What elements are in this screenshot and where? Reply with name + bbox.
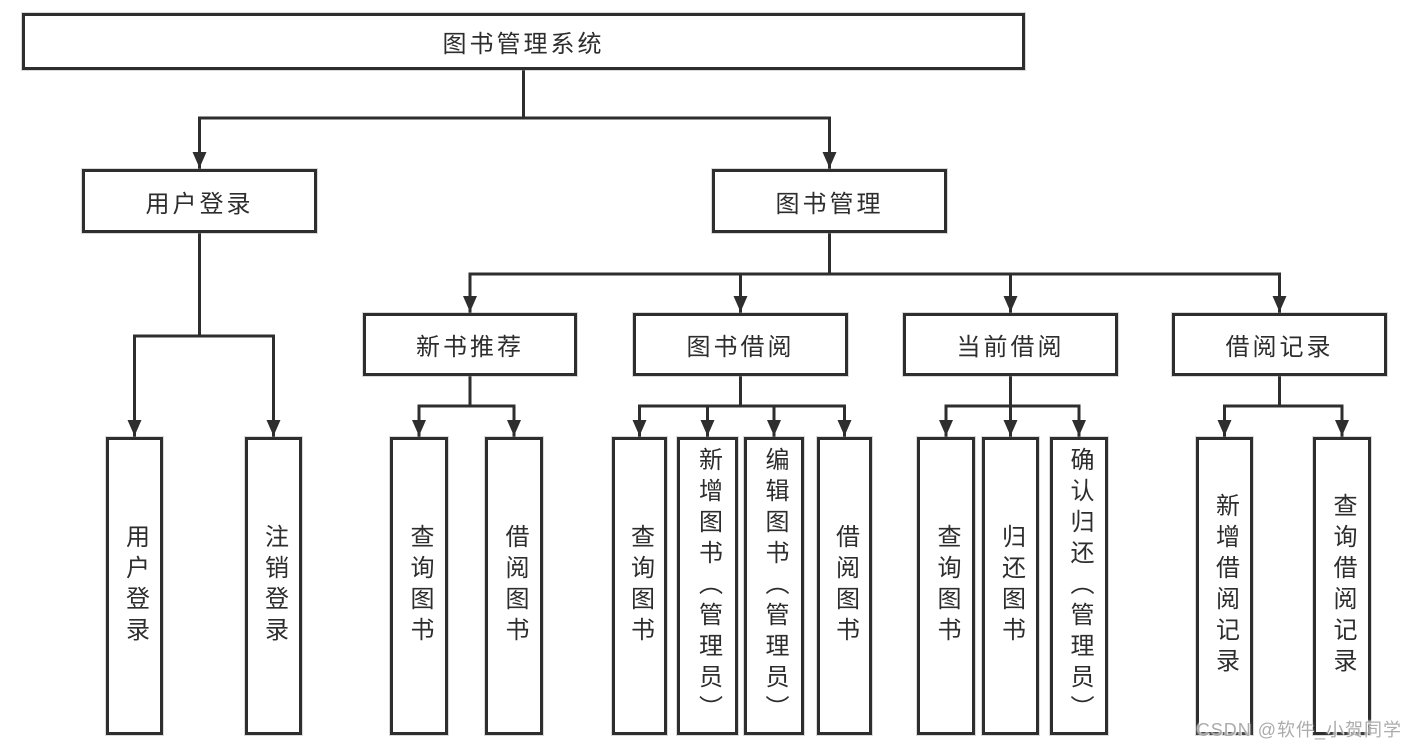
leaf-borrow-borrow-books: 借阅图书 [817,437,872,735]
leaf-recommend-query-books-label: 查询图书 [406,524,433,648]
edges-borrow-records-to-leaves [1217,372,1349,438]
leaf-user-login: 用户登录 [106,437,163,735]
edges-book-borrow-to-leaves [632,372,852,438]
node-book-management: 图书管理 [712,169,947,233]
leaf-borrow-edit-books-admin: 编辑图书（管理员） [744,437,804,735]
leaf-borrow-add-books-admin-label: 新增图书（管理员） [694,446,722,726]
leaf-borrow-borrow-books-label: 借阅图书 [831,524,859,648]
leaf-records-add-record-label: 新增借阅记录 [1211,493,1239,679]
node-current-borrow-label: 当前借阅 [956,334,1065,361]
node-borrow-records-label: 借阅记录 [1225,334,1334,361]
node-borrow-records: 借阅记录 [1172,313,1387,376]
node-new-book-recommend-label: 新书推荐 [416,334,524,361]
node-new-book-recommend: 新书推荐 [363,313,577,376]
watermark: CSDN @软件_小贺同学 [1196,720,1402,740]
leaf-borrow-add-books-admin: 新增图书（管理员） [677,437,738,735]
node-book-borrow: 图书借阅 [633,313,848,376]
leaf-current-confirm-return-admin-label: 确认归还（管理员） [1066,446,1093,726]
node-current-borrow: 当前借阅 [903,313,1118,376]
leaf-records-query-record: 查询借阅记录 [1313,437,1371,735]
leaf-user-login-label: 用户登录 [121,524,149,648]
node-user-login-label: 用户登录 [145,190,254,218]
node-book-borrow-label: 图书借阅 [686,334,795,361]
leaf-logout-label: 注销登录 [260,524,288,648]
leaf-current-confirm-return-admin: 确认归还（管理员） [1050,437,1108,735]
edges-root-to-level2 [192,66,837,170]
edges-user-login-to-leaves [127,229,281,438]
leaf-logout: 注销登录 [245,437,302,735]
node-book-management-label: 图书管理 [775,190,884,218]
leaf-borrow-edit-books-admin-label: 编辑图书（管理员） [761,446,788,726]
leaf-recommend-query-books: 查询图书 [390,437,448,735]
leaf-recommend-borrow-books-label: 借阅图书 [501,524,528,648]
leaf-current-return-books-label: 归还图书 [997,524,1025,648]
leaf-borrow-query-books: 查询图书 [612,437,667,735]
node-root-label: 图书管理系统 [442,31,605,58]
edges-book-management-to-level3 [463,229,1287,314]
leaf-recommend-borrow-books: 借阅图书 [485,437,543,735]
node-user-login: 用户登录 [82,169,317,233]
leaf-records-add-record: 新增借阅记录 [1196,437,1253,735]
leaf-borrow-query-books-label: 查询图书 [626,524,654,648]
leaf-records-query-record-label: 查询借阅记录 [1329,493,1356,679]
edges-current-borrow-to-leaves [939,372,1086,438]
leaf-current-return-books: 归还图书 [982,437,1039,735]
edges-new-book-recommend-to-leaves [412,372,521,438]
node-root: 图书管理系统 [22,13,1025,70]
leaf-current-query-books: 查询图书 [917,437,975,735]
leaf-current-query-books-label: 查询图书 [933,524,960,648]
